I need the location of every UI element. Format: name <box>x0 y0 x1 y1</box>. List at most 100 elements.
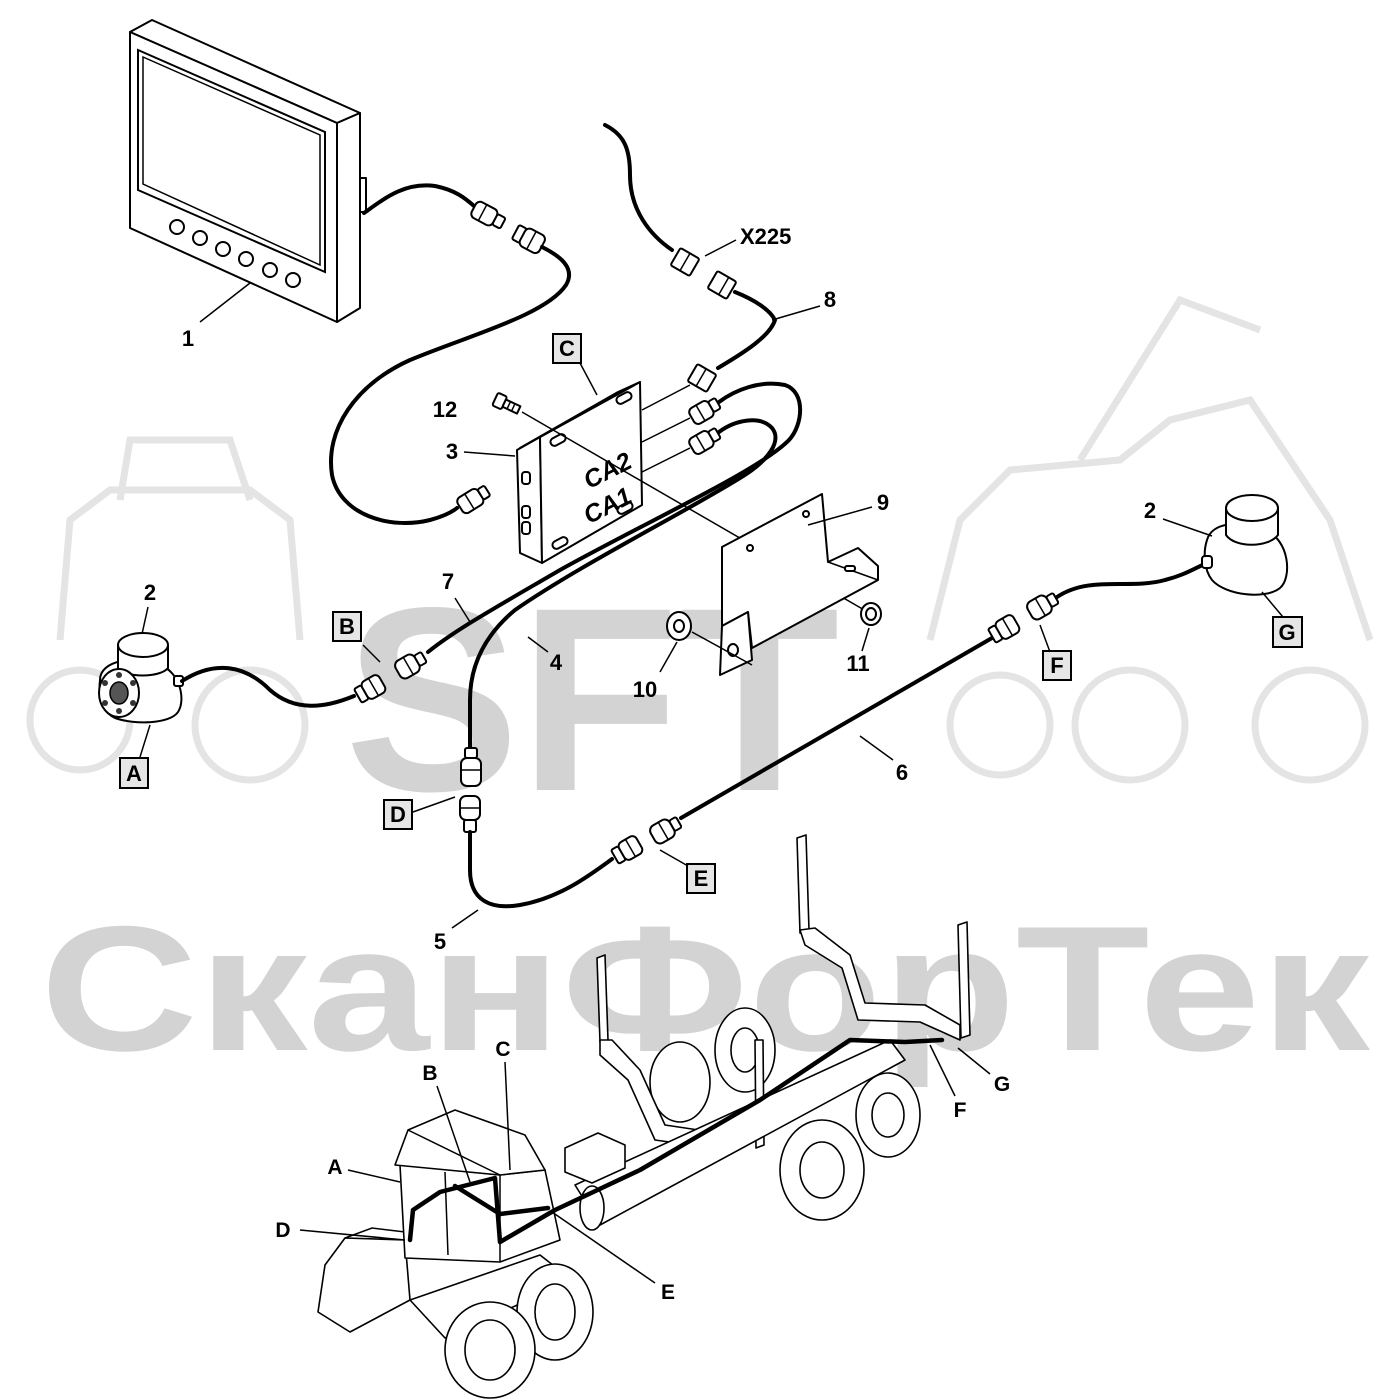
bracket <box>719 493 879 676</box>
leader-line <box>641 447 691 473</box>
cable-5 <box>468 830 614 909</box>
reference-letter: A <box>126 761 142 786</box>
leader-line <box>436 1085 471 1183</box>
connector-x225-half <box>707 270 737 300</box>
vehicle-label-f: F <box>954 1099 967 1122</box>
connector <box>459 795 481 833</box>
leader-line <box>199 282 251 323</box>
reference-letter: D <box>390 802 406 827</box>
washer <box>666 611 692 641</box>
part-number-10: 10 <box>633 677 657 702</box>
camera-right <box>1201 494 1288 596</box>
leader-line <box>1261 591 1284 618</box>
connector <box>649 816 683 845</box>
connector-label-x225: X225 <box>740 224 791 249</box>
connector <box>687 363 717 393</box>
leader-line <box>141 606 149 635</box>
connector <box>511 224 546 255</box>
part-number-11: 11 <box>846 651 869 676</box>
leader-line <box>659 641 678 673</box>
mounting-plate: CA2 CA1 <box>516 381 643 564</box>
camera-right-cable <box>1055 561 1209 599</box>
reference-box-d: D <box>383 799 413 830</box>
part-number-5: 5 <box>434 929 446 954</box>
connector <box>394 651 428 680</box>
cable-4 <box>468 418 778 752</box>
background-machine-outline-right <box>926 295 1374 784</box>
vehicle-cable-route <box>407 1037 945 1245</box>
screw <box>491 392 522 415</box>
vehicle-label-e: E <box>661 1281 675 1304</box>
leader-line <box>412 796 456 813</box>
part-number-2-left: 2 <box>144 580 156 605</box>
leader-line <box>527 636 549 653</box>
part-number-9: 9 <box>877 490 889 515</box>
monitor-buttons <box>169 219 301 288</box>
reference-letter: F <box>1050 653 1063 678</box>
reference-box-c: C <box>552 333 582 364</box>
leader-line <box>454 597 471 623</box>
connector <box>688 427 722 455</box>
button-icon <box>215 241 231 257</box>
part-number-2-right: 2 <box>1144 498 1156 523</box>
leader-line <box>451 909 479 929</box>
part-number-1: 1 <box>182 326 194 351</box>
vehicle-cable-route <box>452 1183 551 1217</box>
vehicle-label-g: G <box>994 1073 1010 1096</box>
leader-line <box>1162 518 1213 537</box>
leader-line <box>504 1061 511 1171</box>
reference-letter: C <box>559 336 575 361</box>
connector <box>460 747 482 787</box>
nut <box>860 602 882 626</box>
vehicle-label-d: D <box>275 1219 290 1242</box>
leader-line <box>362 644 381 663</box>
leader-line <box>579 362 598 396</box>
part-number-8: 8 <box>824 287 836 312</box>
connector <box>456 485 491 515</box>
connector <box>610 835 644 865</box>
leader-line <box>659 849 689 867</box>
leader-line <box>771 305 821 321</box>
leader-line <box>957 1047 991 1075</box>
assembly-axis-line <box>691 631 753 666</box>
vehicle-label-c: C <box>495 1038 510 1061</box>
connector-x225-half <box>670 247 700 277</box>
background-machine-outline-left <box>26 436 309 784</box>
reference-box-f: F <box>1042 650 1072 681</box>
cable-6 <box>679 636 994 820</box>
rear-bunk <box>796 834 971 1041</box>
reference-letter: G <box>1278 620 1295 645</box>
leader-line <box>641 384 691 411</box>
vehicle-label-b: B <box>422 1062 437 1085</box>
leader-line <box>551 1211 656 1284</box>
connector <box>1026 592 1060 621</box>
monitor-cable <box>362 183 476 215</box>
part-number-12: 12 <box>433 397 457 422</box>
camera-left-cable <box>180 665 356 708</box>
camera-left <box>98 632 184 724</box>
leader-line <box>347 1169 401 1183</box>
button-icon <box>169 219 185 235</box>
leader-line <box>139 724 151 758</box>
leader-line <box>807 506 873 526</box>
engine-hood <box>317 1237 411 1333</box>
reference-box-e: E <box>686 863 716 894</box>
leader-line <box>641 417 691 443</box>
button-icon <box>285 272 301 288</box>
part-number-3: 3 <box>446 439 458 464</box>
forwarder-vehicle <box>317 834 971 1399</box>
leader-line <box>861 627 870 652</box>
frame-block <box>564 1132 626 1184</box>
button-icon <box>262 262 278 278</box>
reference-letter: B <box>339 614 355 639</box>
reference-letter: E <box>694 866 709 891</box>
leader-line <box>704 239 737 257</box>
connector <box>470 200 507 230</box>
leader-line <box>859 735 894 761</box>
button-icon <box>238 251 254 267</box>
connector <box>987 614 1021 644</box>
leader-line <box>299 1229 406 1241</box>
leader-line <box>463 451 516 457</box>
connector <box>688 397 722 425</box>
